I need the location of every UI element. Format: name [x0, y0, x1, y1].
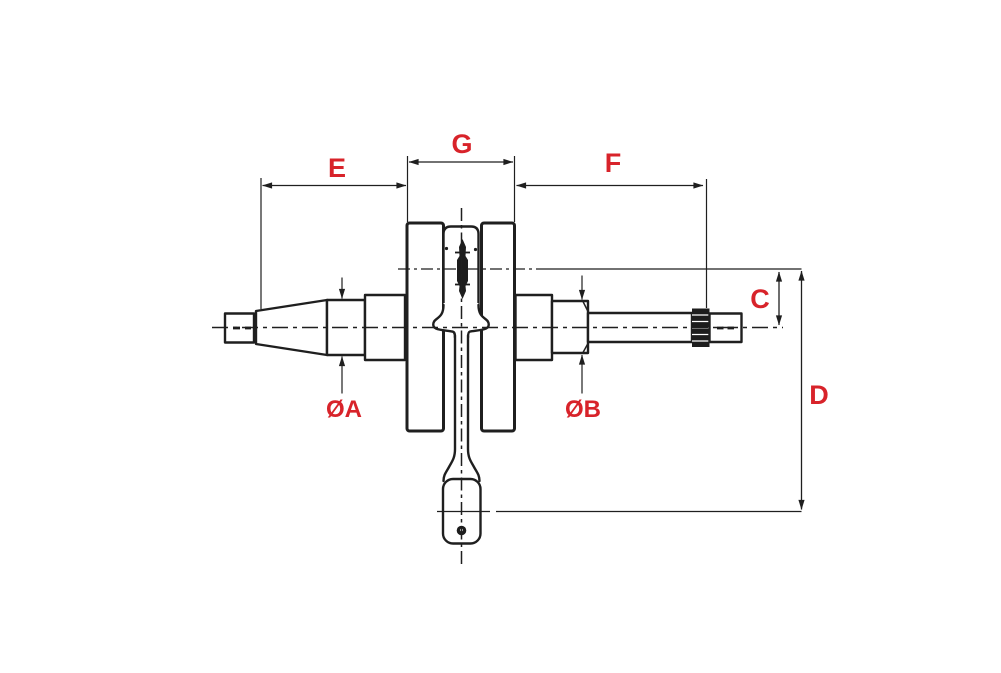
chamfer-line: [582, 342, 590, 353]
rod-bell-right-edge: [466, 303, 490, 339]
dim-label-g: G: [451, 129, 472, 159]
rod-shank-left-edge: [442, 334, 457, 483]
dim-label-d: D: [809, 380, 829, 410]
dimension-lines: [260, 156, 805, 513]
centerlines: [212, 208, 783, 566]
big-end-mark: [444, 246, 449, 251]
big-end-mark: [473, 247, 478, 252]
chamfer-line: [582, 301, 590, 313]
dim-label-dia-a: ØA: [326, 396, 362, 423]
dim-label-e: E: [328, 153, 346, 183]
rod-bell-left-edge: [432, 303, 457, 339]
dim-label-dia-b: ØB: [565, 396, 601, 423]
dimension-labels: E G F C D ØA ØB: [326, 129, 829, 423]
dim-label-c: C: [750, 284, 770, 314]
rod-shank-right-edge: [466, 334, 481, 483]
dim-label-f: F: [605, 148, 622, 178]
